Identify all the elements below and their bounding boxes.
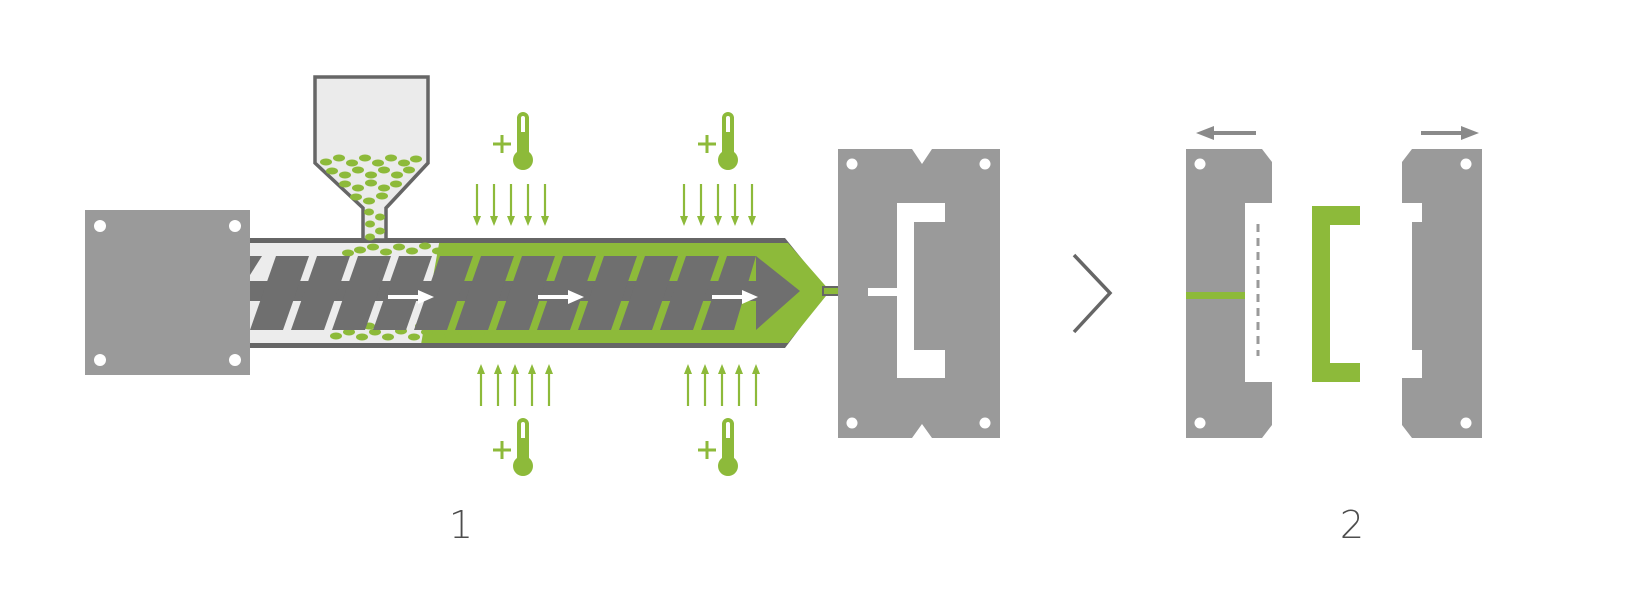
screw-flight [414,256,473,330]
thermometer-plus-icon [491,112,535,172]
thermometer-plus-icon [696,418,740,478]
heat-arrows-icon [471,182,551,228]
chevron-right-icon [1072,253,1113,334]
heat-arrows-icon [682,362,762,408]
screw-flight [250,256,309,330]
mold-open-left-half [1186,149,1272,438]
screw-flight [455,256,514,330]
heat-arrows-icon [678,182,758,228]
heater-zone-2-top [678,112,758,228]
screw [250,256,800,330]
heater-zone-1-bottom [475,362,555,478]
hopper [313,75,430,242]
heater-zone-2-bottom [682,362,762,478]
screw-flight [250,256,262,275]
screw-flight [332,256,391,330]
drive-unit [85,210,250,375]
thermometer-plus-icon [696,112,740,172]
mold-open-right-half [1402,149,1482,438]
screw-flight [373,256,432,330]
screw-flight [291,256,350,330]
screw-flight [660,256,719,330]
screw-flight [619,256,678,330]
heater-zone-1-top [471,112,551,228]
mold-open-arrow-icon [1196,126,1479,140]
closed-mold [838,149,1000,438]
screw-flight [578,256,637,330]
step-label-2: 2 [1339,503,1365,547]
screw-flight [496,256,555,330]
screw-flight [537,256,596,330]
thermometer-plus-icon [491,418,535,478]
flow-arrow-icon [388,290,758,304]
molded-part [1312,206,1360,382]
step-label-1: 1 [448,503,474,547]
screw-flight [701,256,756,330]
heat-arrows-icon [475,362,555,408]
